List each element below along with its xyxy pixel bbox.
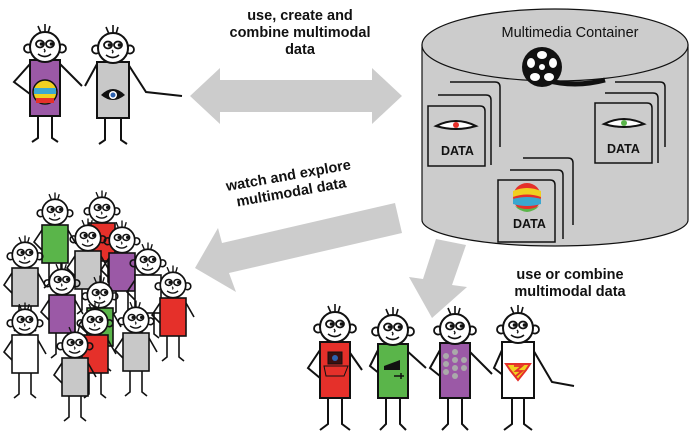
user-person-1 [306,303,363,431]
container-title: Multimedia Container [501,25,639,41]
document-stack-left [427,81,501,167]
creator-person-2 [84,24,183,145]
label-line: use or combine [516,267,624,283]
user-person-2 [368,306,427,431]
create-combine-label: use, create and combine multimodal data [215,8,385,59]
use-arrow [409,239,467,318]
eye-icon [601,118,647,128]
label-line: use, create and [247,8,353,24]
creator-person-1 [12,23,83,143]
eye-icon [433,120,479,130]
document-stack-right [594,81,666,164]
film-reel-icon [522,47,606,87]
head [6,301,44,336]
data-label-right: DATA [607,142,640,156]
user-person-3 [428,305,493,431]
audience-person [150,264,195,362]
audience-person [2,301,47,399]
user-person-4 [492,304,575,431]
audience-person [52,324,97,422]
head [36,191,74,226]
audience-crowd [2,189,195,422]
head [83,189,121,224]
data-label-bottom: DATA [513,217,546,231]
use-combine-label: use or combine multimodal data [495,267,645,301]
label-line: combine multimodal [229,25,371,41]
bidirectional-arrow [190,68,402,124]
data-label-left: DATA [441,144,474,158]
audience-person [99,219,144,317]
audience-person [113,299,158,397]
brain-map-icon [513,183,541,212]
label-line: multimodal data [514,284,626,300]
head [6,234,44,269]
watch-arrow [195,203,402,292]
label-line: data [285,42,315,58]
audience-person [39,261,84,359]
